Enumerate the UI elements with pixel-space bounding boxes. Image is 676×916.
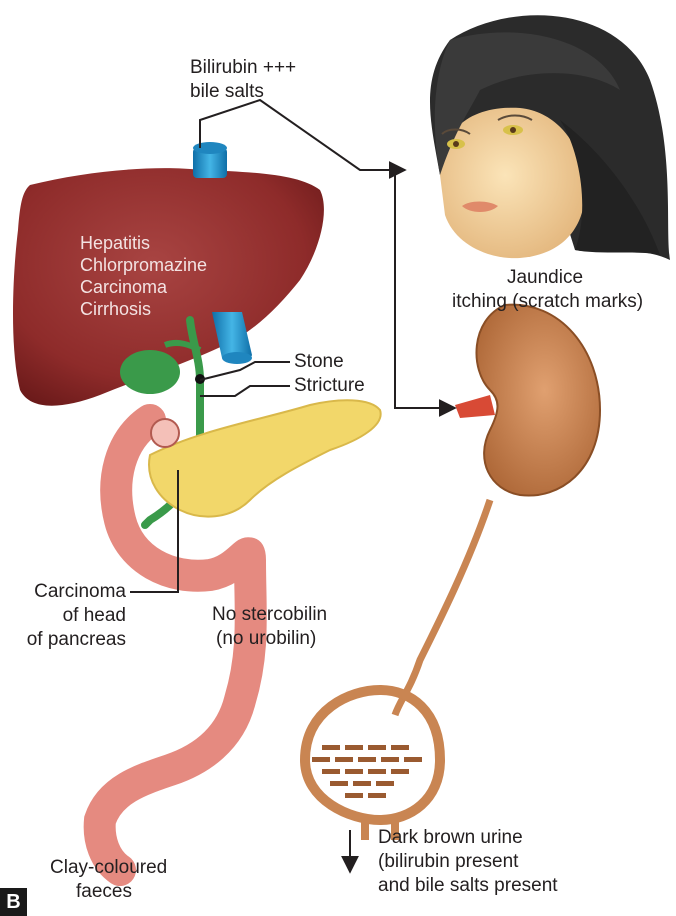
panel-letter-badge: B <box>0 888 27 916</box>
liver-cause-chlorpromazine: Chlorpromazine <box>80 254 207 276</box>
carcinoma-pancreas-line2: of head <box>0 604 126 627</box>
no-urobilin-label: (no urobilin) <box>216 627 316 650</box>
bladder-illustration <box>305 690 440 840</box>
dark-urine-line2: (bilirubin present <box>378 850 518 873</box>
carcinoma-pancreas-line1: Carcinoma <box>0 580 126 603</box>
liver-cause-carcinoma: Carcinoma <box>80 276 167 298</box>
stricture-label: Stricture <box>294 374 365 397</box>
liver-cause-cirrhosis: Cirrhosis <box>80 298 151 320</box>
stone-label: Stone <box>294 350 344 373</box>
bilirubin-label: Bilirubin +++ <box>190 56 296 79</box>
jaundice-label: Jaundice <box>460 266 630 289</box>
clay-faeces-line2: faeces <box>76 880 132 903</box>
dark-urine-line1: Dark brown urine <box>378 826 523 849</box>
gallbladder <box>120 350 180 394</box>
itching-label: itching (scratch marks) <box>452 290 643 313</box>
no-stercobilin-label: No stercobilin <box>212 603 327 626</box>
pancreas-illustration <box>149 400 381 516</box>
bile-salts-label: bile salts <box>190 80 264 103</box>
jaundiced-face-illustration <box>430 15 670 260</box>
dark-urine-line3: and bile salts present <box>378 874 558 897</box>
liver-cause-hepatitis: Hepatitis <box>80 232 150 254</box>
carcinoma-pancreas-line3: of pancreas <box>0 628 126 651</box>
kidney-illustration <box>395 305 600 715</box>
clay-faeces-line1: Clay-coloured <box>50 856 167 879</box>
